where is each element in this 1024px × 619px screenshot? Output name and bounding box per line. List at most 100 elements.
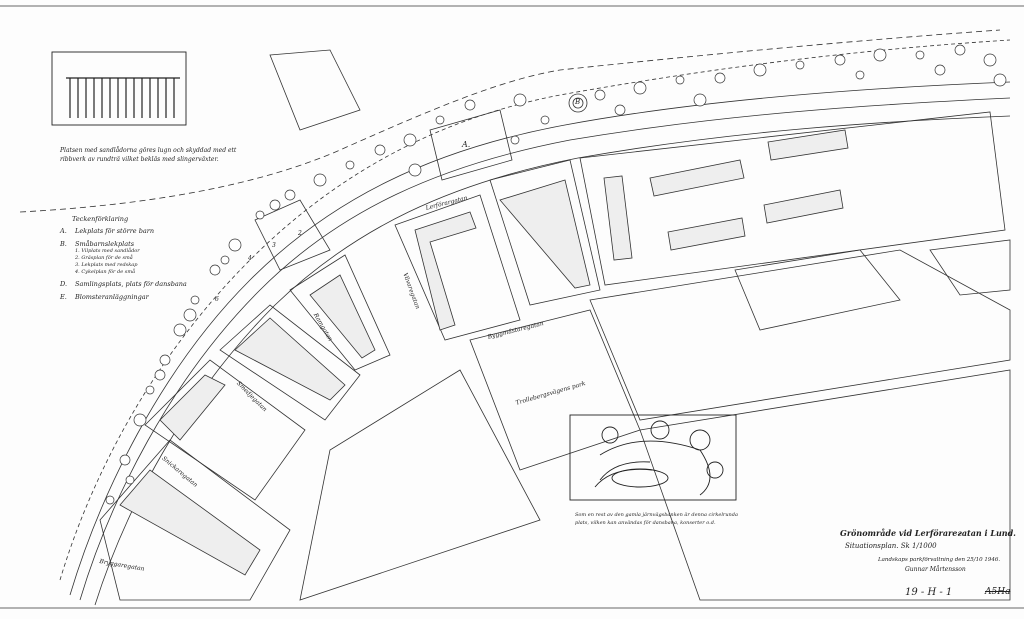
signature: Gunnar Mårtensson xyxy=(905,566,966,573)
tree-icon xyxy=(513,93,527,107)
inset-top-caption-1: Platsen med sandlådorna göres lugn och s… xyxy=(60,147,237,154)
circular-plaza xyxy=(568,93,588,113)
building-hatched xyxy=(603,175,633,261)
area-2-label: 2 xyxy=(298,230,302,237)
building-hatched xyxy=(649,159,745,197)
building-hatched xyxy=(159,374,226,441)
block xyxy=(394,194,521,341)
legend-label-b: Småbarnslekplats xyxy=(75,240,135,248)
tree-icon xyxy=(173,323,187,337)
drawing-subtitle: Situationsplan. Sk 1/1000 xyxy=(845,542,937,550)
area-b-label: B xyxy=(575,98,581,106)
tree-icon xyxy=(119,454,131,466)
tree-icon xyxy=(464,99,476,111)
tree-icon xyxy=(209,264,221,276)
tree-icon xyxy=(284,189,296,201)
block xyxy=(639,369,1011,601)
legend-key-b: B. xyxy=(60,240,67,248)
sheet-number: 19 - H - 1 xyxy=(905,587,953,598)
tree-icon xyxy=(873,48,887,62)
tree-icon xyxy=(753,63,767,77)
tree-icon xyxy=(993,73,1007,87)
tree-icon xyxy=(915,50,925,60)
area-4-label: 4 xyxy=(248,255,252,262)
park-path xyxy=(69,81,1011,596)
block xyxy=(99,439,291,601)
block xyxy=(489,159,601,306)
trees xyxy=(105,44,1007,505)
tree-icon xyxy=(255,210,265,220)
building-hatched xyxy=(499,179,591,289)
tree-icon xyxy=(954,44,966,56)
tree-icon xyxy=(934,64,946,76)
block xyxy=(299,369,541,601)
legend-sub-2: 2. Gräsplan för de små xyxy=(75,255,133,261)
building-hatched xyxy=(414,211,477,331)
tree-icon xyxy=(345,160,355,170)
area-3-label: 3 xyxy=(272,242,276,249)
tree-icon xyxy=(435,115,445,125)
block xyxy=(734,249,901,331)
tree-icon xyxy=(125,475,135,485)
tree-icon xyxy=(855,70,865,80)
park-edge-dashed xyxy=(59,39,1011,581)
tree-icon xyxy=(675,75,685,85)
legend-key-a: A. xyxy=(60,227,67,235)
tree-icon xyxy=(795,60,805,70)
legend-heading: Teckenförklaring xyxy=(72,215,129,223)
tree-icon xyxy=(190,295,200,305)
inset-bottom-caption-2: plats, vilken kan användas för dansbana,… xyxy=(575,520,716,526)
playground-a xyxy=(429,109,513,181)
tree-icon xyxy=(313,173,327,187)
inset-pergola xyxy=(51,51,187,126)
tree-icon xyxy=(834,54,846,66)
area-a-label: A. xyxy=(462,140,471,149)
legend-sub-4: 4. Cykelplan för de små xyxy=(75,269,136,275)
tree-icon xyxy=(633,81,647,95)
legend-label-a: Lekplats för större barn xyxy=(75,227,155,235)
building-hatched xyxy=(309,274,376,359)
area-6-label: 6 xyxy=(215,296,219,303)
inset-amphitheatre xyxy=(569,414,737,501)
legend-sub-1: 1. Vilplats med sandlådor xyxy=(75,248,140,254)
block xyxy=(579,111,1006,286)
tree-icon xyxy=(269,199,281,211)
block xyxy=(144,359,306,501)
curved-street-edge-2 xyxy=(94,115,1011,606)
drawing-title: Grönområde vid Lerförarегatan i Lund. xyxy=(840,528,1016,538)
building-hatched xyxy=(667,217,746,251)
circular-plaza-inner xyxy=(572,97,584,109)
building-hatched xyxy=(763,189,844,224)
curved-street-edge-1 xyxy=(79,97,1011,601)
tree-icon xyxy=(594,89,606,101)
tree-icon xyxy=(159,354,171,366)
block xyxy=(289,254,391,371)
tree-icon xyxy=(403,133,417,147)
legend-key-e: E. xyxy=(60,293,67,301)
tree-icon xyxy=(983,53,997,67)
tree-icon xyxy=(408,163,422,177)
block xyxy=(589,249,1011,421)
boundary-dashed-line xyxy=(19,29,1001,213)
tree-icon xyxy=(183,308,197,322)
tree-icon xyxy=(374,144,386,156)
legend-key-d: D. xyxy=(60,280,68,288)
block xyxy=(929,239,1011,296)
tree-icon xyxy=(540,115,550,125)
tree-icon xyxy=(510,135,520,145)
tree-icon xyxy=(614,104,626,116)
legend-label-e: Blomsteranläggningar xyxy=(75,293,149,301)
tree-icon xyxy=(714,72,726,84)
archive-mark: A5Ha xyxy=(985,587,1011,597)
legend-sub-3: 3. Lekplats med redskap xyxy=(75,262,138,268)
tree-icon xyxy=(228,238,242,252)
playground-b xyxy=(254,199,331,271)
block xyxy=(219,304,361,421)
tree-icon xyxy=(145,385,155,395)
inset-top-caption-2: ribbverk av rundträ vilket bekläs med sl… xyxy=(60,156,219,163)
approval-note: Landskaps parkförvaltning den 25/10 1946… xyxy=(878,557,1001,563)
tree-icon xyxy=(133,413,147,427)
tree-icon xyxy=(105,495,115,505)
tree-icon xyxy=(220,255,230,265)
